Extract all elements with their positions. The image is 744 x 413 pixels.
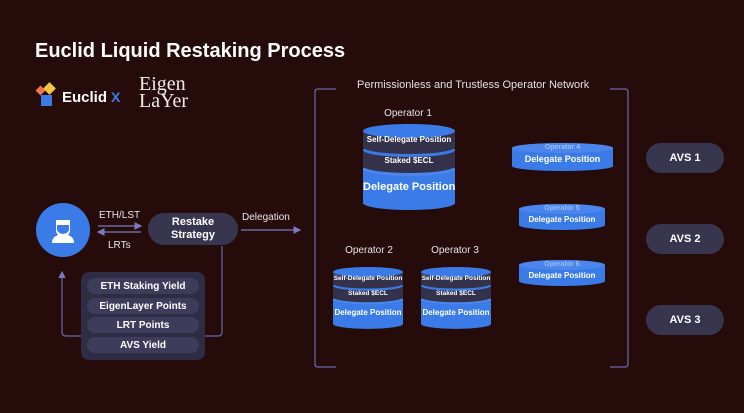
reward-item: EigenLayer Points <box>87 298 199 314</box>
deposit-label: ETH/LST <box>99 210 141 221</box>
delegate-layer-top <box>519 204 605 214</box>
delegate-label: Delegate Position <box>422 308 490 317</box>
delegation-label: Delegation <box>242 212 290 223</box>
avs-label: AVS 1 <box>669 151 701 164</box>
partnership-separator: X <box>111 89 121 105</box>
page-title: Euclid Liquid Restaking Process <box>35 40 346 62</box>
self-delegate-layer-top <box>363 124 455 138</box>
operator-label: Operator 1 <box>384 108 432 119</box>
operator-label: Operator 6 <box>544 261 580 268</box>
delegate-layer-top <box>512 143 613 153</box>
euclid-logo-text: Euclid <box>62 89 108 106</box>
delegate-label: Delegate Position <box>334 308 402 317</box>
avs-node[interactable]: AVS 1 <box>646 143 724 173</box>
delegate-label: Delegate Position <box>528 271 596 280</box>
avs-node[interactable]: AVS 3 <box>646 305 724 335</box>
eigen-logo-line1: Eigen <box>139 73 186 95</box>
delegate-label: Delegate Position <box>363 181 456 193</box>
return-label: LRTs <box>108 240 131 251</box>
network-bracket-left <box>314 88 336 368</box>
network-title: Permissionless and Trustless Operator Ne… <box>357 79 590 91</box>
euclid-logo-icon <box>35 82 59 106</box>
rewards-panel: ETH Staking Yield EigenLayer Points LRT … <box>81 272 205 360</box>
avs-label: AVS 3 <box>669 313 701 326</box>
network-bracket-right <box>610 88 629 368</box>
operator-label: Operator 5 <box>544 205 580 212</box>
delegate-layer-top <box>519 260 605 270</box>
staked-label: Staked $ECL <box>348 290 388 297</box>
staked-label: Staked $ECL <box>384 156 434 165</box>
staked-label: Staked $ECL <box>436 290 476 297</box>
user-icon <box>52 220 74 243</box>
eigenlayer-logo: Eigen LaYer <box>139 73 189 112</box>
reward-item: ETH Staking Yield <box>87 278 199 294</box>
self-delegate-label: Self-Delegate Position <box>421 274 491 282</box>
yield-connector <box>205 246 223 337</box>
self-delegate-label: Self-Delegate Position <box>366 135 452 144</box>
operator-label: Operator 4 <box>544 144 581 151</box>
self-delegate-layer-top <box>333 266 403 278</box>
reward-item: LRT Points <box>87 317 199 333</box>
self-delegate-label: Self-Delegate Position <box>333 274 403 282</box>
delegate-label: Delegate Position <box>528 215 596 224</box>
eigen-logo-line2: LaYer <box>139 90 189 112</box>
avs-node[interactable]: AVS 2 <box>646 224 724 254</box>
strategy-line1: Restake <box>171 216 215 228</box>
reward-item: AVS Yield <box>87 337 199 353</box>
self-delegate-layer-top <box>421 266 491 278</box>
delegate-label: Delegate Position <box>524 154 601 164</box>
strategy-line2: Strategy <box>170 229 216 241</box>
operator-label: Operator 2 <box>345 245 393 256</box>
user-avatar[interactable] <box>36 203 90 257</box>
operator-label: Operator 3 <box>431 245 479 256</box>
yield-return-arrow <box>58 270 81 337</box>
avs-label: AVS 2 <box>669 232 701 245</box>
